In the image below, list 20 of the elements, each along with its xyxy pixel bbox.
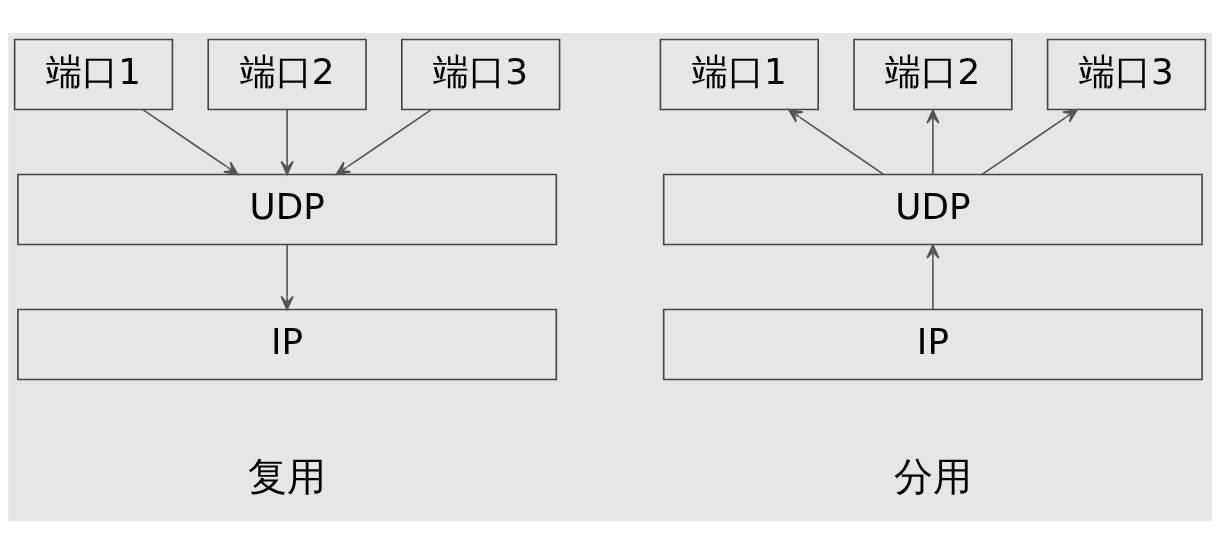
arrow [280, 109, 294, 176]
arrow [335, 108, 433, 176]
arrow [926, 244, 940, 311]
node-box: UDP [662, 173, 1203, 246]
node-box: 端口3 [1046, 38, 1207, 111]
node-box: 端口2 [207, 38, 367, 111]
node-box: UDP [17, 173, 558, 246]
arrow [981, 108, 1078, 176]
node-box: 端口2 [853, 38, 1013, 111]
node-box: IP [662, 308, 1203, 381]
arrow [787, 108, 885, 176]
node-box: IP [17, 308, 558, 381]
arrow [142, 108, 239, 176]
node-box: 端口1 [659, 38, 820, 111]
label: 复用 [248, 453, 327, 499]
label: 分用 [893, 453, 972, 499]
node-box: 端口1 [13, 38, 174, 111]
arrow [926, 109, 940, 176]
arrow [280, 244, 294, 311]
node-box: 端口3 [400, 38, 561, 111]
